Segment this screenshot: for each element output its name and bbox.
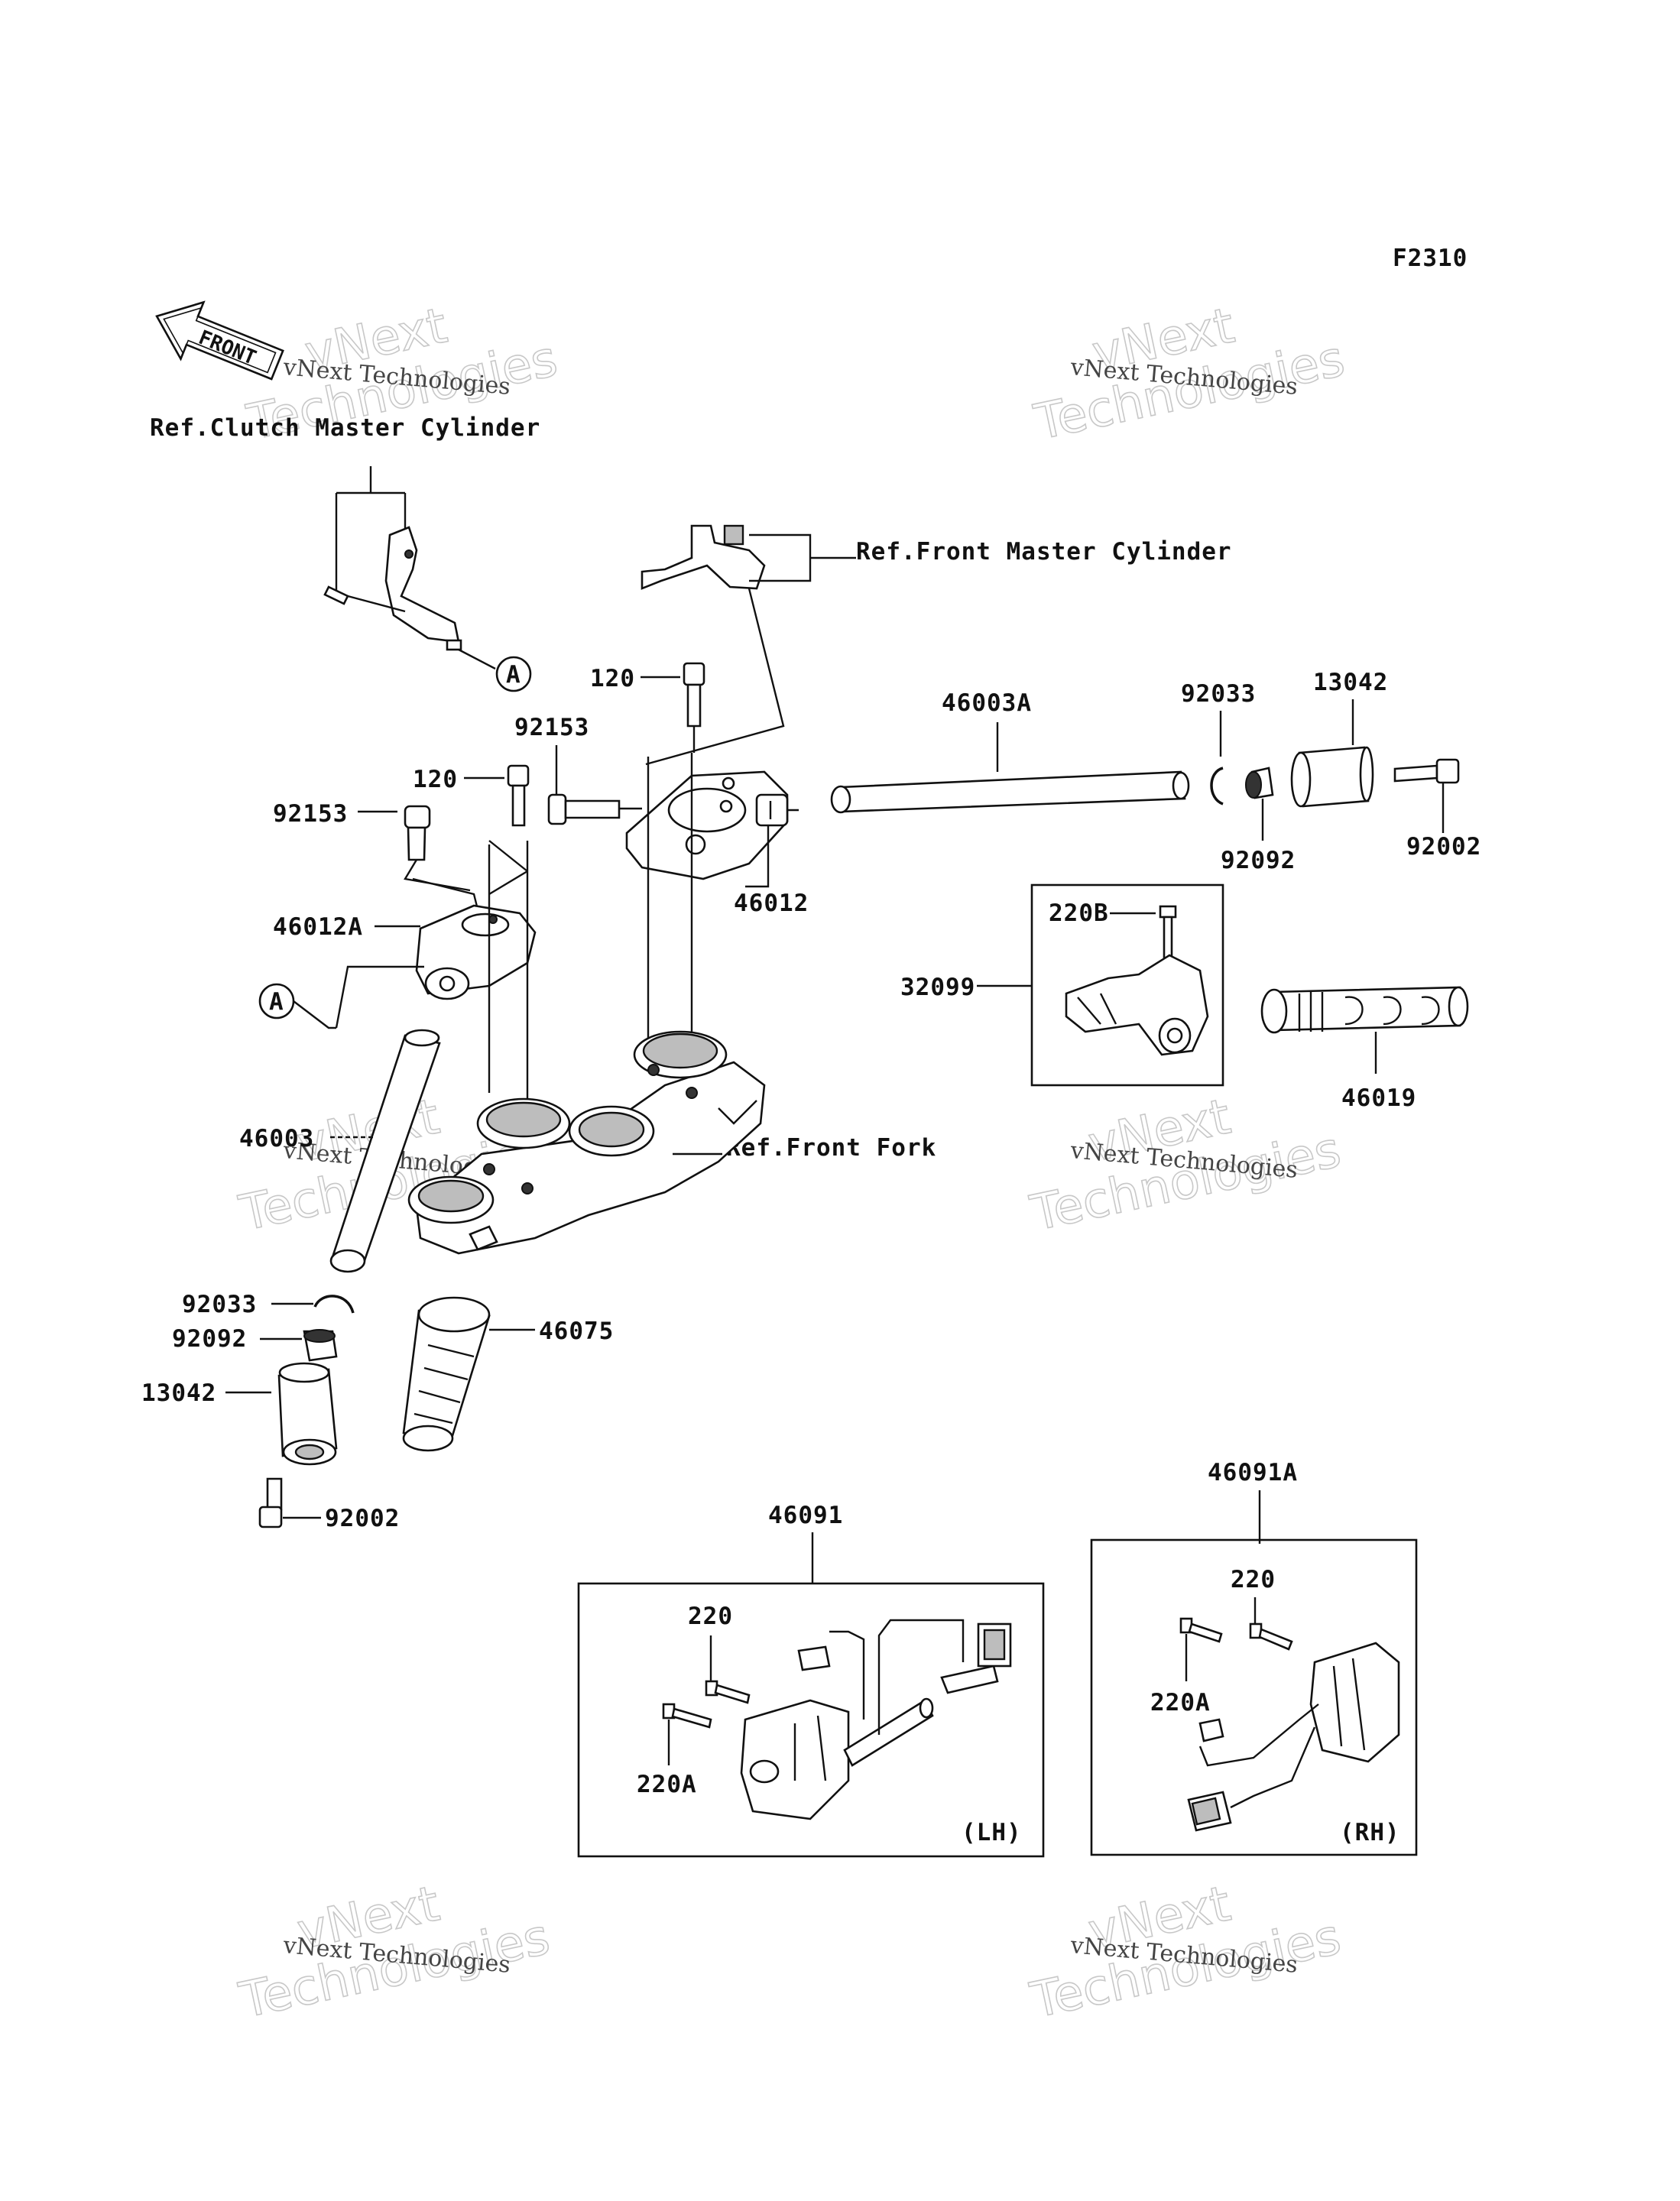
svg-text:92153: 92153 [514, 714, 589, 741]
front-master-bracket [641, 524, 856, 766]
svg-text:220: 220 [1231, 1566, 1276, 1593]
switch-assembly-lh: 46091 220 220A (LH) [577, 1502, 1045, 1858]
svg-text:92002: 92002 [325, 1505, 400, 1532]
svg-text:46091: 46091 [768, 1502, 843, 1529]
svg-text:(RH): (RH) [1340, 1819, 1400, 1846]
bolt-92153-left: 92153 [273, 800, 471, 892]
bolt-92002-right: 92002 [1393, 758, 1481, 861]
svg-text:92033: 92033 [1181, 680, 1256, 708]
diagram-code: F2310 [1393, 245, 1468, 272]
watermark-middle-right: Technologies vNext vNext Technologies [1025, 1088, 1346, 1243]
circlip-92033-right: 92033 [1181, 680, 1256, 806]
svg-text:(LH): (LH) [962, 1819, 1022, 1846]
handlebar-46003: 46003 [239, 1029, 441, 1273]
svg-text:46003: 46003 [239, 1125, 314, 1152]
ref-front-fork: Ref.Front Fork [726, 1134, 936, 1162]
svg-text:46012: 46012 [734, 890, 809, 917]
watermark-bottom-right: Technologies vNext vNext Technologies [1025, 1875, 1346, 2031]
circle-a-left: A [258, 983, 336, 1029]
svg-text:46019: 46019 [1341, 1084, 1416, 1112]
spacer-92092-right: 92092 [1221, 767, 1296, 874]
watermark-top-right: Technologies vNext vNext Technologies [1029, 297, 1350, 452]
svg-text:92153: 92153 [273, 800, 348, 828]
svg-text:92092: 92092 [172, 1325, 247, 1353]
clamp-46012: 46012 [625, 770, 809, 917]
grip-46075: 46075 [402, 1296, 614, 1452]
grip-46019: 46019 [1260, 986, 1469, 1112]
watermark-bottom-left: Technologies vNext vNext Technologies [234, 1875, 555, 2031]
svg-text:92002: 92002 [1406, 833, 1481, 861]
svg-text:92033: 92033 [182, 1291, 257, 1318]
svg-text:220A: 220A [1150, 1689, 1211, 1716]
weight-13042-left: 13042 [141, 1362, 338, 1466]
svg-text:120: 120 [413, 766, 458, 793]
svg-text:13042: 13042 [1313, 669, 1388, 696]
alignment-lines [488, 753, 693, 1200]
clutch-master-bracket: A [323, 466, 532, 692]
svg-text:A: A [269, 988, 284, 1016]
front-arrow-icon: FRONT [155, 300, 284, 381]
svg-text:46075: 46075 [539, 1318, 614, 1345]
spacer-92092-left: 92092 [172, 1325, 338, 1362]
svg-text:32099: 32099 [900, 974, 975, 1001]
circle-a-top: A [506, 661, 521, 689]
handlebar-46003A: 46003A [830, 689, 1190, 814]
svg-text:46091A: 46091A [1208, 1459, 1298, 1486]
clamp-46012A: 46012A [273, 877, 537, 1029]
upper-triple-clamp [407, 1030, 766, 1255]
ref-front-master-cylinder: Ref.Front Master Cylinder [856, 538, 1232, 566]
ref-clutch-master-cylinder: Ref.Clutch Master Cylinder [150, 414, 540, 442]
circlip-92033-left: 92033 [182, 1291, 355, 1318]
svg-text:46003A: 46003A [942, 689, 1032, 717]
switch-assembly-rh: 46091A 220 220A (RH) [1090, 1459, 1418, 1856]
weight-13042-right: 13042 [1290, 669, 1388, 808]
bolt-92002-left: 92002 [258, 1477, 400, 1532]
svg-text:220: 220 [688, 1603, 733, 1630]
throttle-assembly-box: 220B 32099 [900, 883, 1224, 1087]
bolt-120-upper: 120 [590, 662, 705, 753]
svg-text:92092: 92092 [1221, 847, 1296, 874]
bolt-120-left: 120 [413, 764, 530, 827]
bolt-92153-center: 92153 [514, 714, 642, 825]
svg-text:220B: 220B [1049, 900, 1109, 927]
svg-text:120: 120 [590, 665, 635, 692]
svg-text:220A: 220A [637, 1771, 697, 1798]
svg-text:46012A: 46012A [273, 913, 363, 941]
svg-text:13042: 13042 [141, 1379, 216, 1407]
